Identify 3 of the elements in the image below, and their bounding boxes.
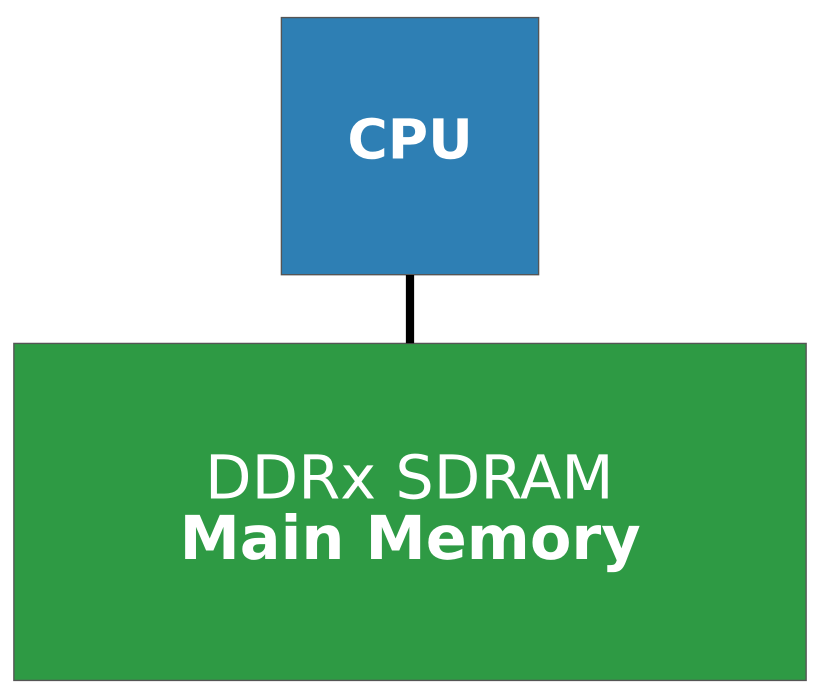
node-box: DDRx SDRAM Main Memory bbox=[13, 342, 807, 682]
node-box: CPU bbox=[280, 16, 540, 276]
connector bbox=[406, 275, 414, 344]
